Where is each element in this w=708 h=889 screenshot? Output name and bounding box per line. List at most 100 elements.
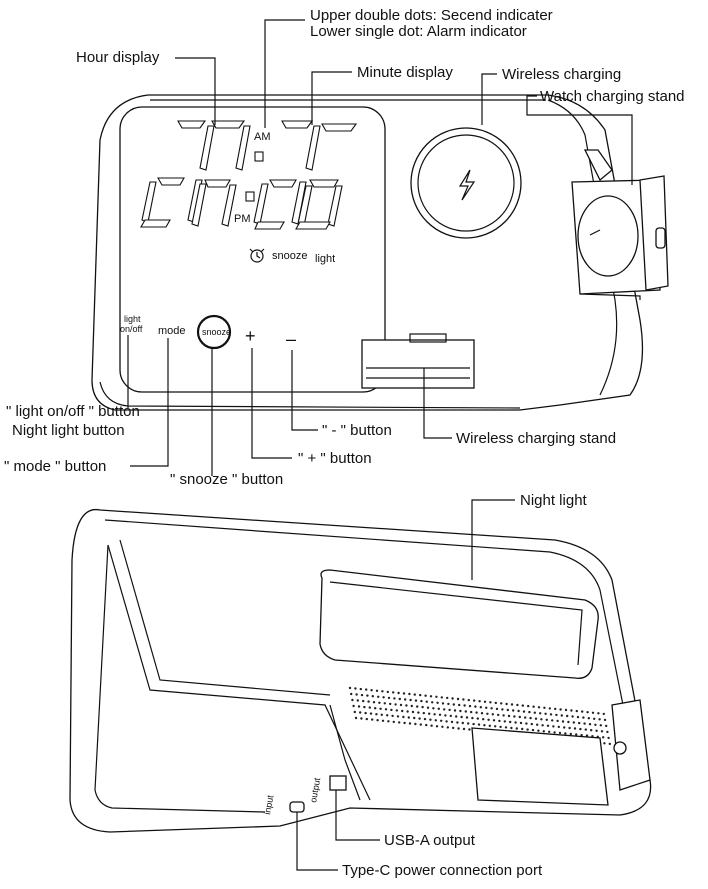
grille-hole [376, 719, 379, 722]
grille-hole [602, 712, 605, 716]
grille-hole [441, 702, 445, 705]
grille-hole [575, 709, 578, 713]
grille-hole [468, 728, 471, 731]
grille-hole [413, 716, 416, 720]
base-plate [471, 727, 609, 806]
grille-hole [591, 711, 595, 714]
grille-hole [599, 724, 602, 727]
grille-hole [548, 730, 551, 733]
grille-hole [370, 689, 373, 692]
grille-hole [354, 716, 358, 720]
lightning-icon [458, 169, 476, 201]
grille-hole [502, 714, 505, 717]
grille-hole [426, 706, 430, 709]
grille-hole [445, 720, 448, 723]
grille-hole [479, 706, 482, 709]
grille-hole [579, 727, 582, 731]
grille-hole [585, 734, 589, 737]
minute-digits [253, 120, 358, 230]
grille-hole [392, 720, 395, 724]
grille-hole [428, 712, 431, 715]
grille-hole [381, 690, 384, 693]
grille-hole [407, 716, 410, 719]
grille-hole [440, 719, 443, 722]
grille-hole [423, 717, 427, 721]
grille-hole [568, 726, 571, 730]
grille-hole [482, 718, 485, 721]
grille-hole [359, 687, 362, 691]
grille-hole [381, 719, 385, 722]
grille-hole [390, 708, 393, 712]
port-output-text: output [308, 776, 322, 803]
grille-hole [554, 707, 557, 711]
minus-button-label: " - " button [322, 422, 392, 439]
grille-hole [485, 706, 488, 709]
am-indicator: AM [254, 131, 271, 143]
grille-hole [569, 732, 572, 736]
grille-hole [398, 697, 401, 701]
grille-hole [431, 701, 434, 704]
grille-hole [563, 726, 566, 729]
grille-hole [369, 712, 373, 715]
grille-hole [411, 710, 415, 714]
grille-hole [419, 723, 422, 726]
grille-hole [536, 723, 539, 726]
grille-hole [498, 719, 501, 723]
grille-hole [389, 702, 392, 706]
grille-hole [499, 725, 502, 729]
type-c-label: Type-C power connection port [342, 862, 543, 879]
minus-button[interactable]: – [286, 329, 296, 349]
grille-hole [409, 698, 412, 702]
grille-hole [398, 721, 401, 724]
grille-hole [375, 713, 378, 716]
grille-hole [457, 727, 460, 730]
grille-hole [387, 720, 390, 723]
grille-hole [575, 733, 578, 736]
snooze-button[interactable]: snooze [196, 314, 232, 350]
grille-hole [446, 696, 449, 700]
callout-labels: Upper double dots: Secend indicater Lowe… [4, 7, 685, 879]
grille-hole [348, 686, 352, 690]
speaker-grille [348, 686, 611, 746]
grille-hole [533, 711, 536, 714]
grille-hole [383, 702, 386, 705]
grille-hole [463, 704, 466, 707]
grille-hole [410, 704, 413, 708]
grille-hole [464, 710, 467, 713]
usb-a-port[interactable] [329, 775, 347, 791]
grille-hole [483, 724, 486, 727]
grille-hole [403, 721, 406, 725]
grille-hole [587, 717, 590, 720]
grille-hole [374, 707, 377, 710]
pm-indicator: PM [234, 213, 251, 225]
grille-hole [582, 716, 585, 719]
alarm-bell-icon [250, 249, 264, 263]
plus-button-label: " + " button [298, 450, 372, 467]
hour-digits [140, 120, 251, 228]
grille-hole [476, 717, 479, 720]
grille-hole [583, 722, 586, 725]
grille-hole [473, 699, 476, 702]
grille-hole [444, 714, 447, 717]
grille-hole [487, 718, 490, 721]
grille-hole [425, 700, 428, 703]
grille-hole [468, 704, 472, 708]
grille-hole [600, 730, 604, 733]
grille-hole [353, 710, 356, 714]
grille-hole [537, 706, 541, 709]
grille-hole [602, 736, 605, 739]
grille-hole [571, 715, 574, 718]
grille-hole [544, 712, 547, 715]
light-button-label-2: Night light button [12, 422, 125, 439]
grille-hole [382, 696, 385, 699]
plus-button[interactable]: + [245, 326, 256, 346]
type-c-port[interactable] [289, 801, 305, 813]
grille-hole [387, 696, 391, 700]
grille-hole [513, 715, 516, 718]
grille-hole [471, 716, 474, 720]
light-onoff-text-1: light [124, 314, 141, 324]
snooze-button-text: snooze [202, 327, 231, 337]
hour-display-label: Hour display [76, 49, 160, 66]
grille-hole [506, 708, 509, 712]
